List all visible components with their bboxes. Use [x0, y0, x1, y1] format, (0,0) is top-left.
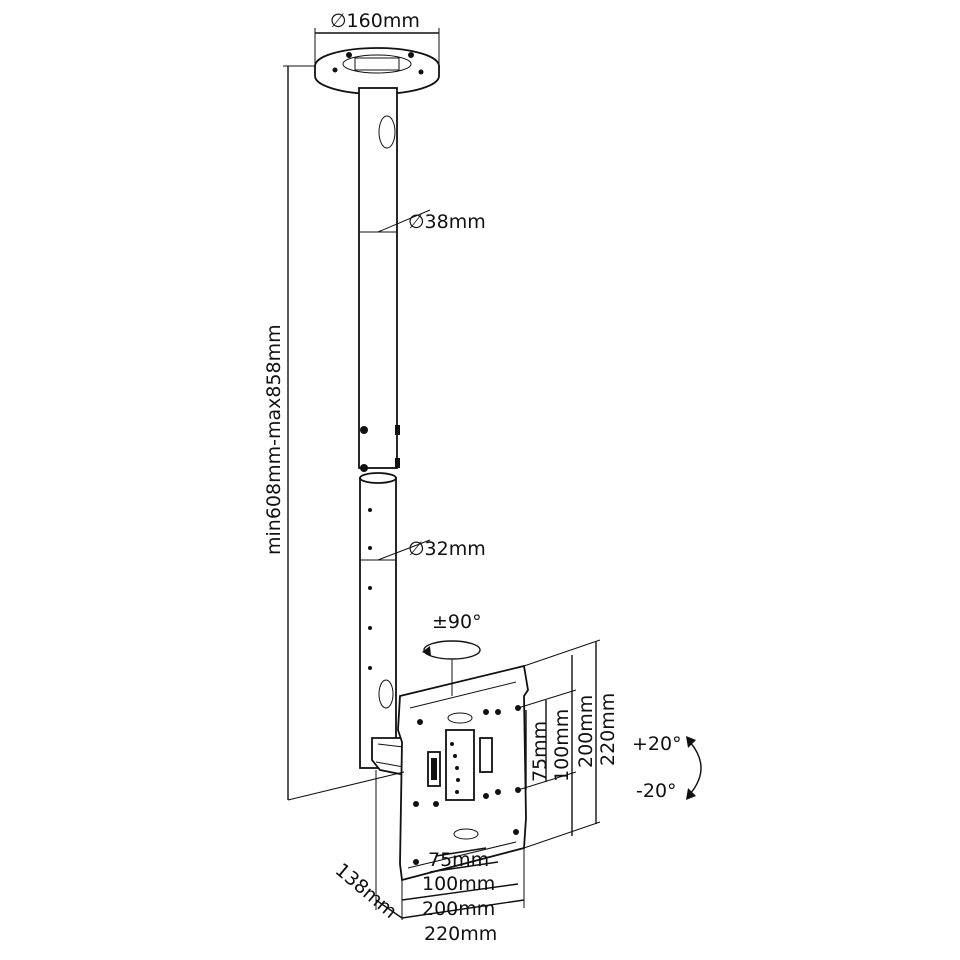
upper-tube-diameter-label: ∅38mm [408, 211, 486, 233]
vesa-h-200-label: 200mm [422, 898, 495, 920]
depth-label: 138mm [331, 859, 401, 923]
vesa-plate [397, 664, 529, 882]
dimension-lines [283, 28, 601, 920]
lower-tube [359, 472, 397, 769]
upper-tube [358, 87, 400, 472]
vesa-h-75-label: 75mm [428, 849, 489, 871]
vesa-v-220-label: 220mm [597, 693, 619, 766]
vesa-v-75-label: 75mm [529, 721, 551, 782]
vesa-h-100-label: 100mm [422, 873, 495, 895]
tilt-down-label: -20° [636, 780, 677, 802]
swivel-label: ±90° [432, 611, 482, 633]
tilt-arrow [686, 736, 702, 800]
tilt-up-label: +20° [632, 733, 682, 755]
ceiling-plate-diameter-label: ∅160mm [330, 10, 420, 32]
swivel-arrow [422, 640, 481, 696]
height-range-label: min608mm-max858mm [263, 324, 285, 555]
vesa-v-100-label: 100mm [551, 709, 573, 782]
lower-tube-diameter-label: ∅32mm [408, 538, 486, 560]
vesa-h-220-label: 220mm [424, 923, 497, 945]
vesa-v-200-label: 200mm [575, 695, 597, 768]
